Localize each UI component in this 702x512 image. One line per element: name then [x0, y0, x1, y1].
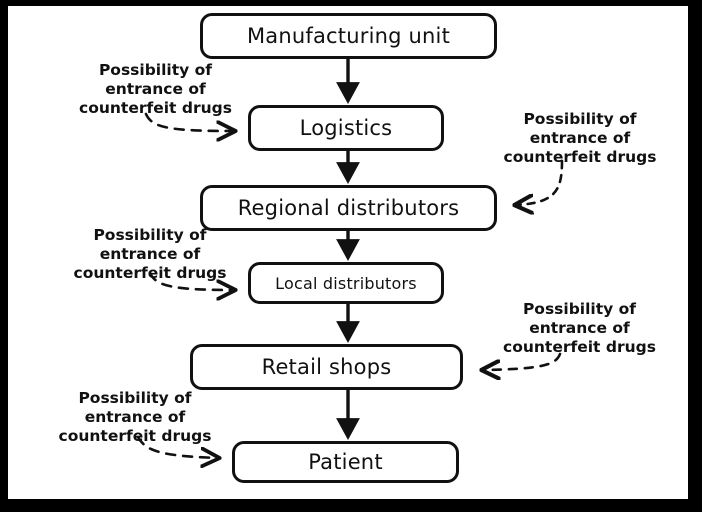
node-local-distributors[interactable]: Local distributors	[248, 262, 444, 304]
node-regional-distributors[interactable]: Regional distributors	[200, 185, 497, 231]
node-label-logistics: Logistics	[299, 116, 393, 140]
annotation-local-distributors-line-2: entrance of	[99, 245, 201, 263]
annotation-retail-shops-line-2: entrance of	[529, 319, 630, 337]
node-label-manufacturing-unit: Manufacturing unit	[246, 24, 451, 48]
annotation-logistics: Possibility of entrance of counterfeit d…	[68, 61, 243, 118]
annotation-regional-distributors-line-1: Possibility of	[523, 110, 637, 128]
annotation-logistics-line-3: counterfeit drugs	[79, 99, 232, 117]
node-label-patient: Patient	[308, 450, 383, 474]
annotation-patient-line-1: Possibility of	[78, 389, 192, 407]
node-label-retail-shops: Retail shops	[261, 355, 392, 379]
node-retail-shops[interactable]: Retail shops	[190, 344, 463, 390]
annotation-local-distributors-line-1: Possibility of	[93, 226, 207, 244]
node-logistics[interactable]: Logistics	[248, 105, 444, 151]
annotation-regional-distributors-line-3: counterfeit drugs	[503, 148, 657, 166]
node-label-local-distributors: Local distributors	[275, 273, 417, 293]
annotation-local-distributors-line-3: counterfeit drugs	[73, 264, 227, 282]
annotation-regional-distributors-line-2: entrance of	[529, 129, 631, 147]
annotation-retail-shops-line-1: Possibility of	[522, 300, 637, 318]
node-label-regional-distributors: Regional distributors	[237, 196, 460, 220]
annotation-patient: Possibility of entrance of counterfeit d…	[45, 389, 225, 446]
annotation-logistics-line-1: Possibility of	[98, 61, 213, 79]
annotation-local-distributors: Possibility of entrance of counterfeit d…	[60, 226, 240, 283]
annotation-retail-shops-line-3: counterfeit drugs	[503, 338, 656, 356]
annotation-retail-shops: Possibility of entrance of counterfeit d…	[487, 300, 672, 357]
annotation-logistics-line-2: entrance of	[105, 80, 206, 98]
annotation-patient-line-3: counterfeit drugs	[58, 427, 212, 445]
node-manufacturing-unit[interactable]: Manufacturing unit	[200, 13, 497, 59]
annotation-regional-distributors: Possibility of entrance of counterfeit d…	[485, 110, 675, 167]
annotation-patient-line-2: entrance of	[84, 408, 186, 426]
node-patient[interactable]: Patient	[232, 441, 459, 483]
